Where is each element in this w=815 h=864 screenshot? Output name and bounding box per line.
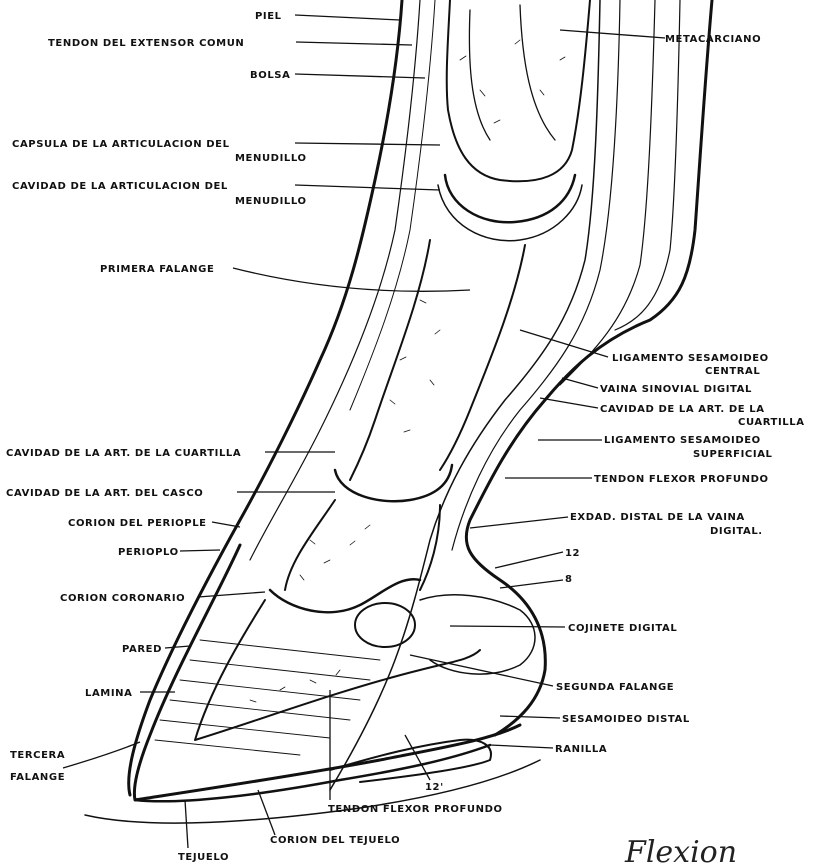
label-num-12-prime: 12' (425, 782, 444, 793)
label-cojinete-digital: COJINETE DIGITAL (568, 623, 677, 634)
label-cavidad-cuartilla-left: CAVIDAD DE LA ART. DE LA CUARTILLA (6, 448, 241, 459)
label-cavidad-menudillo-line1: CAVIDAD DE LA ARTICULACION DEL (12, 181, 228, 192)
laminae (155, 640, 380, 755)
label-extremidad-vaina-line2: DIGITAL. (710, 526, 763, 537)
label-piel: PIEL (255, 11, 282, 22)
label-lig-central-line1: LIGAMENTO SESAMOIDEO (612, 353, 769, 364)
label-num-8: 8 (565, 574, 573, 585)
navicular-bone (355, 603, 415, 647)
handwritten-annotation: Flexion (624, 835, 737, 864)
label-cavidad-cuartilla-line2: CUARTILLA (738, 417, 805, 428)
pastern-joint (335, 465, 452, 501)
label-cavidad-cuartilla-line1: CAVIDAD DE LA ART. DE LA (600, 404, 765, 415)
label-tendon-extensor: TENDON DEL EXTENSOR COMUN (48, 38, 244, 49)
label-bolsa: BOLSA (250, 70, 290, 81)
label-lig-superficial-line2: SUPERFICIAL (693, 449, 773, 460)
label-sesamoideo-distal: SESAMOIDEO DISTAL (562, 714, 690, 725)
label-corion-coronario: CORION CORONARIO (60, 593, 185, 604)
label-cavidad-menudillo-line2: MENUDILLO (235, 196, 307, 207)
label-tejuelo: TEJUELO (178, 852, 229, 863)
label-tendon-flexor-right: TENDON FLEXOR PROFUNDO (594, 474, 769, 485)
fetlock-condyle (445, 175, 575, 222)
coffin-joint (270, 579, 420, 612)
metacarpal-bone (447, 0, 590, 181)
label-capsula-line1: CAPSULA DE LA ARTICULACION DEL (12, 139, 230, 150)
label-primera-falange: PRIMERA FALANGE (100, 264, 214, 275)
extensor-tendon (250, 0, 420, 560)
label-extremidad-vaina-line1: EXDAD. DISTAL DE LA VAINA (570, 512, 745, 523)
label-corion-periople: CORION DEL PERIOPLE (68, 518, 207, 529)
first-phalanx-bone (350, 240, 525, 480)
label-corion-tejuelo: CORION DEL TEJUELO (270, 835, 400, 846)
label-tendon-flexor-bottom: TENDON FLEXOR PROFUNDO (328, 804, 503, 815)
label-metacarpiano: METACARCIANO (665, 34, 761, 45)
digital-cushion (420, 595, 535, 674)
label-lig-central-line2: CENTRAL (705, 366, 760, 377)
label-capsula-line2: MENUDILLO (235, 153, 307, 164)
label-periople: PERIOPLO (118, 547, 179, 558)
label-pared: PARED (122, 644, 162, 655)
deep-flexor-tendon (330, 0, 600, 790)
label-segunda-falange: SEGUNDA FALANGE (556, 682, 674, 693)
label-tercera-line2: FALANGE (10, 772, 65, 783)
second-phalanx-bone (285, 500, 440, 590)
label-cavidad-casco: CAVIDAD DE LA ART. DEL CASCO (6, 488, 203, 499)
label-ranilla: RANILLA (555, 744, 607, 755)
label-lamina: LAMINA (85, 688, 133, 699)
label-tercera-line1: TERCERA (10, 750, 65, 761)
label-vaina-sinovial: VAINA SINOVIAL DIGITAL (600, 384, 752, 395)
label-num-12: 12 (565, 548, 580, 559)
limb-dorsal-outline (129, 0, 402, 795)
label-lig-superficial-line1: LIGAMENTO SESAMOIDEO (604, 435, 761, 446)
